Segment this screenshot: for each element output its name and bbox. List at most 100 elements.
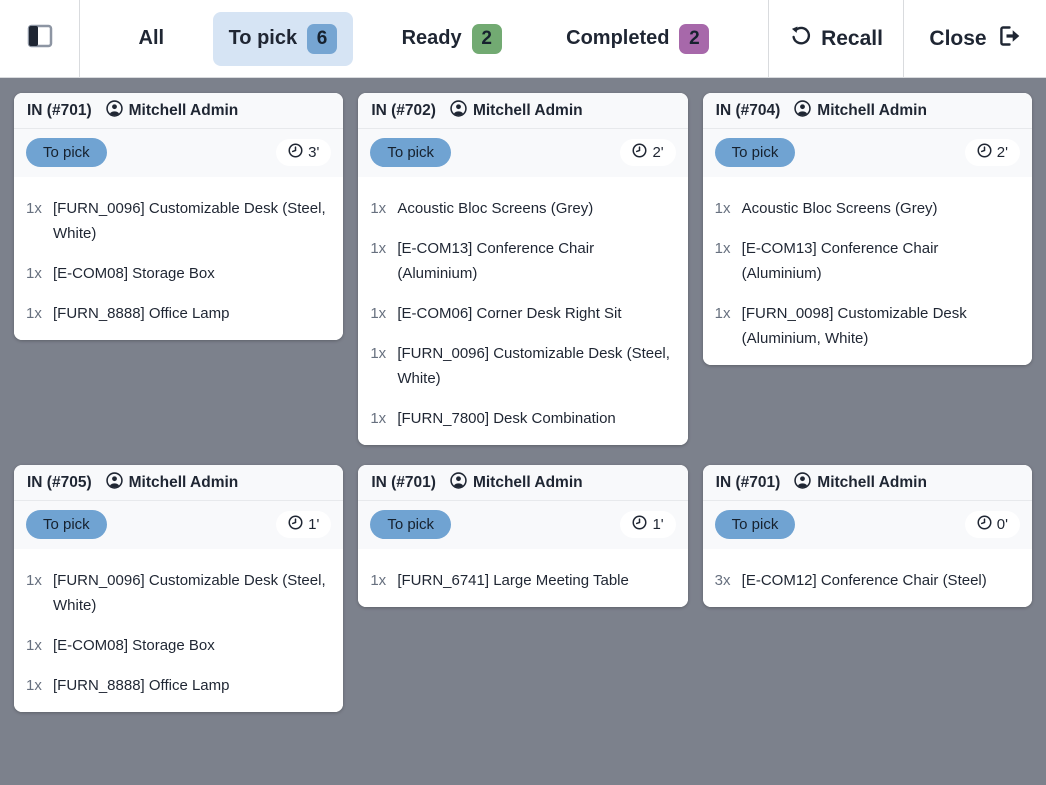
card-items: 3x [E-COM12] Conference Chair (Steel) <box>702 549 1032 607</box>
product-quantity: 1x <box>26 677 42 694</box>
clock-icon <box>632 515 647 534</box>
card-user-name: Mitchell Admin <box>128 474 239 491</box>
card-title: IN (#701) <box>715 474 781 491</box>
filter-completed-count: 2 <box>679 23 710 54</box>
product-name: [E-COM06] Corner Desk Right Sit <box>397 305 622 322</box>
filter-ready-label: Ready <box>401 27 462 49</box>
user-avatar-icon <box>105 472 123 494</box>
user-avatar-icon <box>105 100 123 122</box>
card-items: 1x [FURN_0096] Customizable Desk (Steel,… <box>14 177 344 340</box>
card-items: 1x [FURN_0096] Customizable Desk (Steel,… <box>14 549 344 712</box>
product-quantity: 1x <box>26 572 42 589</box>
product-name: Acoustic Bloc Screens (Grey) <box>741 200 938 217</box>
filter-ready[interactable]: Ready 2 <box>386 12 518 66</box>
card-status-row: To pick 2' <box>358 129 688 177</box>
top-toolbar: All To pick 6 Ready 2 Completed 2 Recall… <box>0 0 1046 78</box>
product-line: 1x [E-COM08] Storage Box <box>26 633 331 658</box>
time-estimate-value: 1' <box>652 516 664 533</box>
product-name: [E-COM08] Storage Box <box>53 265 215 282</box>
product-line: 1x [E-COM06] Corner Desk Right Sit <box>370 301 675 326</box>
time-estimate-value: 2' <box>996 144 1008 161</box>
status-badge: To pick <box>370 138 452 167</box>
status-filter-group: All To pick 6 Ready 2 Completed 2 <box>80 0 768 77</box>
product-line: 1x [FURN_6741] Large Meeting Table <box>370 568 675 593</box>
product-line: 1x [E-COM13] Conference Chair (Aluminium… <box>370 236 675 286</box>
picking-card[interactable]: IN (#701) Mitchell Admin To pick <box>14 93 344 340</box>
picking-card[interactable]: IN (#701) Mitchell Admin To pick <box>702 465 1032 607</box>
time-estimate-value: 1' <box>308 516 320 533</box>
product-quantity: 1x <box>714 305 731 322</box>
card-header: IN (#702) Mitchell Admin <box>358 93 688 129</box>
card-user-name: Mitchell Admin <box>817 474 927 491</box>
filter-all[interactable]: All <box>123 15 181 62</box>
product-name: [E-COM08] Storage Box <box>53 637 215 654</box>
filter-completed-label: Completed <box>566 27 670 49</box>
status-badge: To pick <box>714 510 796 539</box>
product-quantity: 1x <box>714 240 731 257</box>
product-line: 1x [FURN_7800] Desk Combination <box>370 406 675 431</box>
picking-card[interactable]: IN (#701) Mitchell Admin To pick <box>358 465 688 607</box>
card-status-row: To pick 2' <box>702 129 1032 177</box>
time-estimate: 3' <box>276 139 332 166</box>
filter-to-pick[interactable]: To pick 6 <box>212 11 354 66</box>
product-line: 1x [FURN_0096] Customizable Desk (Steel,… <box>26 568 331 618</box>
card-title: IN (#702) <box>371 102 436 119</box>
card-user-name: Mitchell Admin <box>472 474 583 491</box>
card-header: IN (#701) Mitchell Admin <box>702 465 1032 501</box>
time-estimate: 1' <box>620 511 676 538</box>
clock-icon <box>288 143 303 162</box>
card-status-row: To pick 1' <box>14 501 344 549</box>
product-name: [E-COM12] Conference Chair (Steel) <box>741 572 987 589</box>
product-quantity: 1x <box>370 200 387 217</box>
clock-icon <box>632 143 647 162</box>
user-avatar-icon <box>450 100 467 122</box>
card-status-row: To pick 3' <box>14 129 344 177</box>
card-user: Mitchell Admin <box>105 472 239 494</box>
card-title: IN (#704) <box>715 102 781 119</box>
close-button[interactable]: Close <box>903 0 1046 77</box>
card-header: IN (#701) Mitchell Admin <box>358 465 688 501</box>
product-name: [E-COM13] Conference Chair (Aluminium) <box>741 240 939 282</box>
product-name: [FURN_8888] Office Lamp <box>53 305 230 322</box>
recall-label: Recall <box>821 26 883 50</box>
picking-card[interactable]: IN (#705) Mitchell Admin To pick <box>14 465 344 712</box>
product-name: [E-COM13] Conference Chair (Aluminium) <box>397 240 595 282</box>
picking-card[interactable]: IN (#704) Mitchell Admin To pick <box>702 93 1032 365</box>
status-badge: To pick <box>714 138 796 167</box>
product-line: 1x [FURN_8888] Office Lamp <box>26 301 331 326</box>
card-items: 1x Acoustic Bloc Screens (Grey) 1x [E-CO… <box>358 177 688 445</box>
filter-to-pick-count: 6 <box>307 23 338 54</box>
product-name: [FURN_6741] Large Meeting Table <box>397 572 629 589</box>
recall-button[interactable]: Recall <box>768 0 903 77</box>
product-line: 1x [FURN_0098] Customizable Desk (Alumin… <box>715 301 1020 351</box>
status-badge: To pick <box>26 138 107 167</box>
picking-card[interactable]: IN (#702) Mitchell Admin To pick <box>358 93 688 445</box>
product-quantity: 1x <box>26 305 42 322</box>
product-quantity: 1x <box>370 410 387 427</box>
time-estimate-value: 3' <box>308 144 320 161</box>
product-name: [FURN_0098] Customizable Desk (Aluminium… <box>741 305 967 347</box>
card-items: 1x [FURN_6741] Large Meeting Table <box>358 549 688 607</box>
clock-icon <box>288 515 303 534</box>
product-quantity: 1x <box>714 200 731 217</box>
card-status-row: To pick 0' <box>702 501 1032 549</box>
product-name: [FURN_0096] Customizable Desk (Steel, Wh… <box>53 572 326 614</box>
user-avatar-icon <box>794 100 811 122</box>
product-quantity: 1x <box>26 200 42 217</box>
filter-to-pick-label: To pick <box>228 27 298 49</box>
product-quantity: 1x <box>26 637 42 654</box>
card-user: Mitchell Admin <box>794 100 927 122</box>
undo-arrow-icon <box>789 25 811 53</box>
product-line: 1x [FURN_0096] Customizable Desk (Steel,… <box>26 196 331 246</box>
time-estimate: 1' <box>276 511 332 538</box>
time-estimate: 0' <box>964 511 1020 538</box>
product-name: [FURN_8888] Office Lamp <box>53 677 230 694</box>
product-quantity: 1x <box>370 240 387 257</box>
filter-completed[interactable]: Completed 2 <box>550 12 725 66</box>
filter-all-label: All <box>138 27 165 49</box>
user-avatar-icon <box>794 472 811 494</box>
product-name: [FURN_0096] Customizable Desk (Steel, Wh… <box>53 200 326 242</box>
time-estimate: 2' <box>964 139 1020 166</box>
product-quantity: 1x <box>370 345 387 362</box>
sidebar-toggle-button[interactable] <box>0 0 80 77</box>
